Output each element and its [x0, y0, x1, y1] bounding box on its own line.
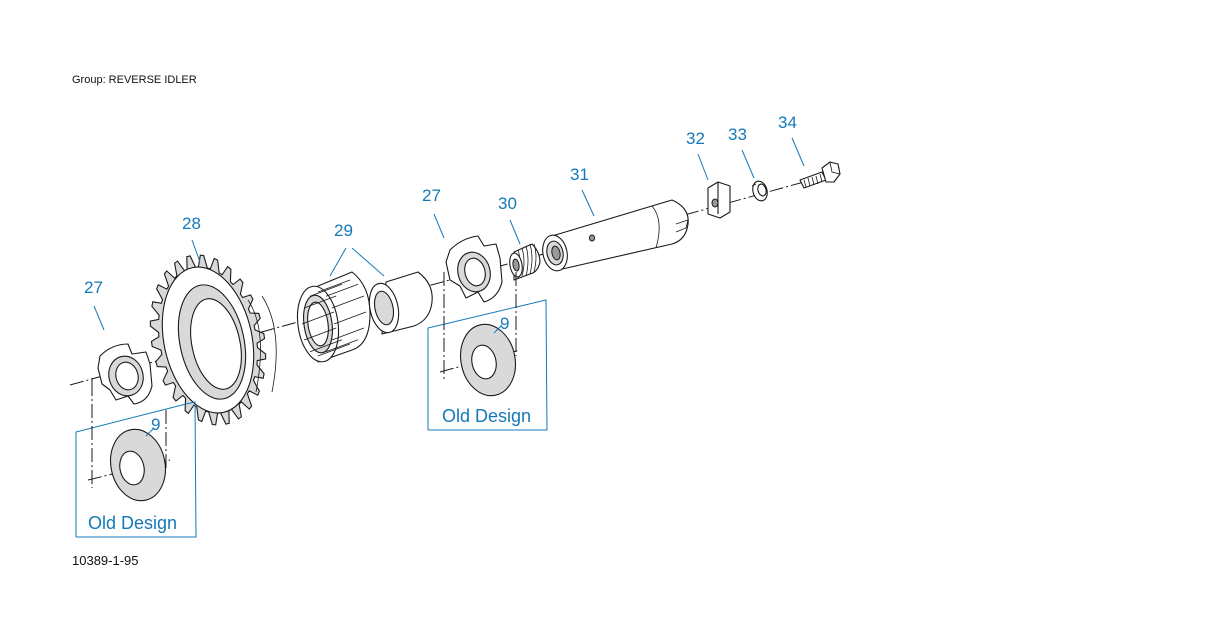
callout-34: 34 [778, 113, 797, 132]
lock-plate [707, 181, 731, 219]
leader-27-left [93, 305, 105, 331]
needle-roller [317, 343, 351, 357]
thrust-washer-left [97, 343, 153, 405]
needle-roller [309, 283, 343, 297]
bolt [799, 161, 841, 189]
group-label: Group: REVERSE IDLER [72, 74, 197, 86]
leader-28 [191, 239, 201, 263]
leader-34 [791, 137, 805, 167]
old-design-label-left: Old Design [88, 513, 177, 533]
leader-29-bearing [329, 247, 347, 277]
leader-29-sleeve [351, 247, 385, 277]
needle-roller [309, 339, 343, 353]
old-design-label-right: Old Design [442, 406, 531, 426]
leader-9-left [145, 427, 155, 437]
idler-shaft [542, 199, 689, 272]
leader-9-right [493, 324, 503, 334]
needle-roller [333, 311, 367, 325]
needle-roller [303, 295, 337, 309]
callout-33: 33 [728, 125, 747, 144]
needle-roller [325, 283, 359, 297]
needle-roller [331, 295, 365, 309]
lock-washer [751, 180, 768, 202]
callout-9-left: 9 [151, 415, 160, 434]
old-design-box-right: 9 Old Design [427, 272, 548, 431]
bearing-sleeve [368, 271, 433, 335]
needle-roller [325, 339, 359, 353]
gear [149, 254, 277, 426]
leader-27-right [433, 213, 445, 239]
needle-roller [303, 327, 337, 341]
spring [509, 243, 541, 281]
callout-9-right: 9 [500, 314, 509, 333]
needle-bearing [296, 271, 371, 363]
callout-27-left: 27 [84, 278, 103, 297]
thrust-washer-right [445, 235, 503, 303]
figure-id: 10389-1-95 [72, 553, 139, 568]
callout-29: 29 [334, 221, 353, 240]
callout-30: 30 [498, 194, 517, 213]
callout-28: 28 [182, 214, 201, 233]
leader-30 [509, 219, 521, 245]
callout-32: 32 [686, 129, 705, 148]
leader-31 [581, 189, 595, 217]
needle-roller [317, 279, 351, 293]
needle-roller [301, 311, 335, 325]
leader-32 [697, 153, 709, 181]
callout-27-right: 27 [422, 186, 441, 205]
leader-33 [741, 149, 755, 179]
callout-31: 31 [570, 165, 589, 184]
old-design-box-left: 9 Old Design [75, 382, 197, 538]
needle-roller [331, 327, 365, 341]
